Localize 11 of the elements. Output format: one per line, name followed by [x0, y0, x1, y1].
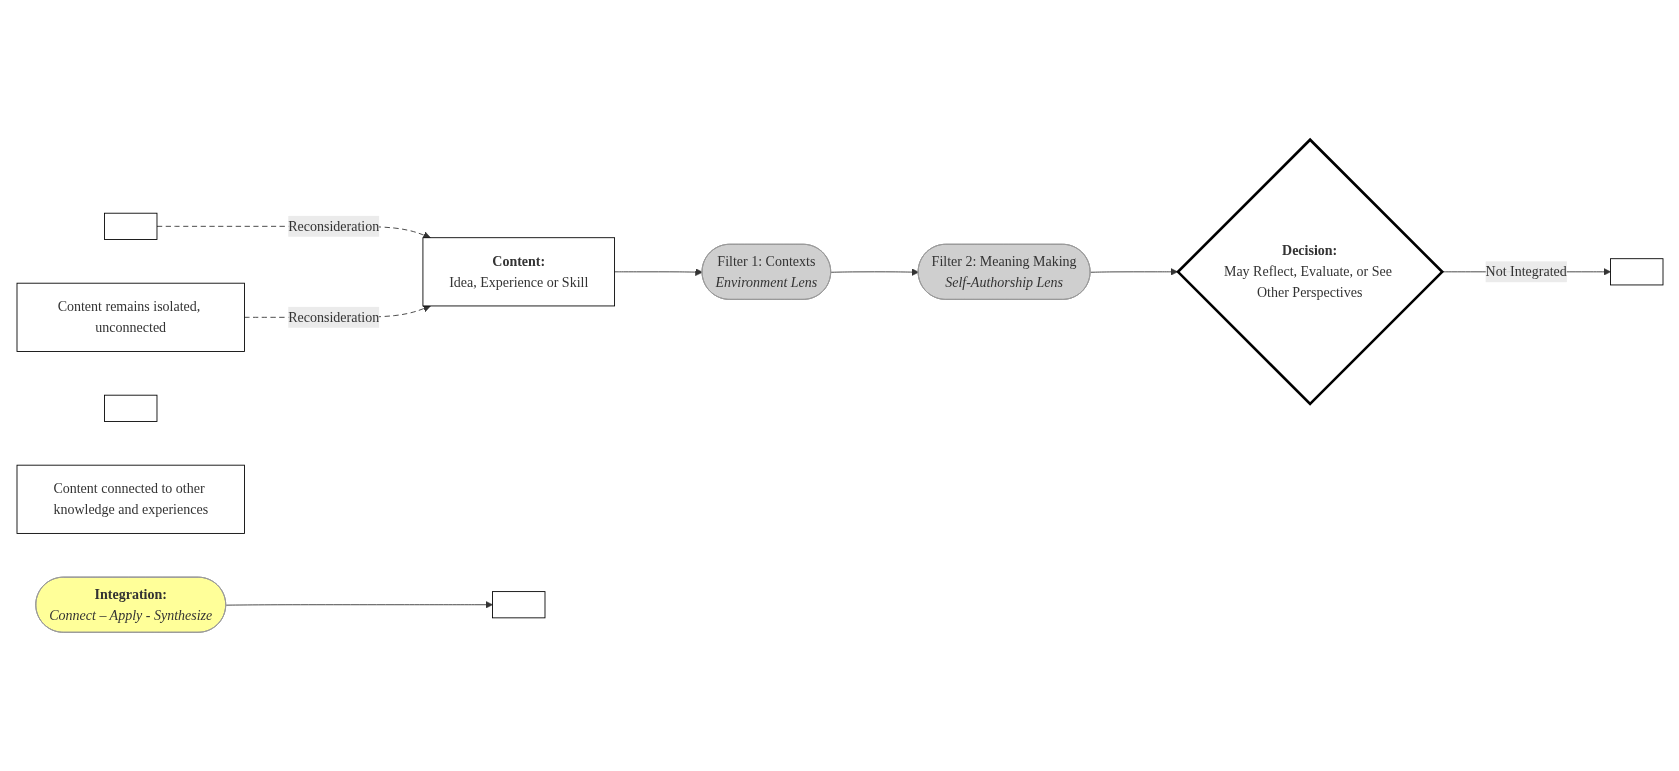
node-box: Content connected to other knowledge and experiences [16, 464, 245, 534]
node-box [103, 394, 157, 422]
node-box: Content: Idea, Experience or Skill [422, 236, 615, 306]
node-box [103, 212, 157, 240]
edge-label: Reconsideration [287, 217, 379, 233]
node-box: Content remains isolated, unconnected [16, 282, 245, 352]
edge-label: Not Integrated [1485, 263, 1567, 279]
edge-label: Reconsideration [287, 308, 379, 324]
node-diamond: Decision: May Reflect, Evaluate, or See Other Perspectives [1175, 137, 1444, 406]
node-box [1609, 257, 1663, 285]
node-box [491, 590, 545, 618]
